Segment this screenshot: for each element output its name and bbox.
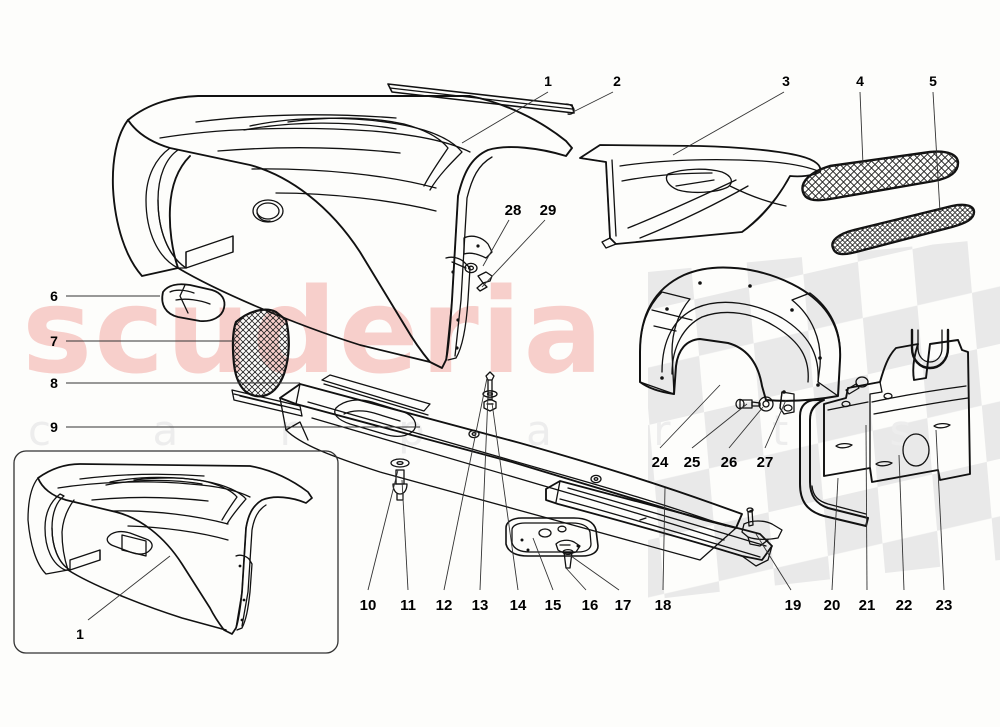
part-bolt-long (485, 371, 495, 401)
part-sill-rail (545, 480, 773, 567)
callout-leader-1 (461, 91, 549, 144)
callout-number-c15: 15 (544, 597, 562, 614)
callout-number-c23: 23 (935, 597, 953, 614)
callout-number-c7: 7 (50, 333, 58, 349)
callout-leader-25 (691, 403, 748, 449)
callout-leader-26 (728, 406, 764, 449)
callout-number-c28: 28 (504, 202, 522, 219)
part-rear-side-panel (579, 144, 822, 249)
part-spacer-bush (779, 391, 795, 415)
callout-leader-16 (565, 567, 587, 591)
callout-leader-13 (479, 394, 489, 591)
part-screw-short (562, 548, 574, 569)
callout-leader-14 (491, 402, 519, 591)
part-screw (735, 398, 761, 410)
callout-number-c22: 22 (895, 597, 913, 614)
callout-leader-28 (482, 219, 510, 267)
callout-leader-19 (755, 533, 792, 591)
callout-leader-22 (898, 454, 905, 591)
callout-number-c18: 18 (654, 597, 672, 614)
callout-leader-5 (932, 91, 941, 213)
part-screw-fender (476, 271, 493, 292)
callout-number-c8: 8 (50, 375, 58, 391)
part-end-bracket (741, 507, 783, 547)
callout-leader-23 (935, 429, 945, 591)
callout-leader-18 (662, 487, 666, 591)
callout-number-c24: 24 (651, 454, 669, 471)
callout-number-c17: 17 (614, 597, 632, 614)
callout-leader-3 (672, 91, 785, 156)
part-trim-blade (231, 389, 303, 417)
callout-number-c20: 20 (823, 597, 841, 614)
part-mounting-plate (505, 517, 599, 557)
callout-number-c1: 1 (544, 73, 552, 89)
callout-number-c2: 2 (613, 73, 621, 89)
part-edge-seal (799, 399, 869, 527)
callout-number-c6: 6 (50, 288, 58, 304)
callout-number-c1b: 1 (76, 626, 84, 642)
callout-leader-11 (401, 479, 409, 591)
callout-number-c4: 4 (856, 73, 864, 89)
part-lamp-lens (161, 283, 226, 322)
callout-leader-17 (570, 555, 620, 591)
callout-leader-12 (443, 377, 488, 591)
callout-number-c27: 27 (756, 454, 774, 471)
callout-leader-27 (764, 399, 787, 449)
callout-number-c13: 13 (471, 597, 489, 614)
part-retaining-clip-u (910, 328, 950, 370)
callout-number-c19: 19 (784, 597, 802, 614)
callout-number-c5: 5 (929, 73, 937, 89)
callout-number-c9: 9 (50, 419, 58, 435)
part-side-mesh-insert (231, 308, 290, 398)
callout-leader-1 (87, 555, 171, 621)
callout-leader-21 (865, 424, 868, 591)
part-wheel-arch-liner (639, 266, 842, 402)
callout-leader-15 (532, 537, 554, 591)
callout-leader-10 (367, 469, 399, 591)
callout-leader-2 (572, 91, 614, 113)
callout-leader-20 (831, 477, 839, 591)
part-washer (390, 458, 410, 468)
callout-number-c11: 11 (400, 597, 416, 614)
part-rocker-sill-cover (279, 374, 743, 561)
callout-number-c14: 14 (509, 597, 527, 614)
part-panel-screw (845, 376, 869, 395)
part-clip-bracket (555, 539, 581, 554)
callout-leader-24 (659, 384, 721, 449)
part-washer-fender (464, 262, 478, 274)
part-washer-small (482, 390, 498, 398)
callout-number-c21: 21 (858, 597, 876, 614)
callout-number-c16: 16 (581, 597, 599, 614)
callout-number-c26: 26 (720, 454, 738, 471)
callout-number-c29: 29 (539, 202, 557, 219)
callout-number-c25: 25 (683, 454, 701, 471)
part-washer-cup (758, 396, 774, 412)
part-rear-quarter-panel (111, 95, 573, 369)
callout-number-c12: 12 (435, 597, 453, 614)
part-upper-trim-strip (387, 83, 575, 115)
callout-leader-29 (481, 219, 546, 288)
callout-leader-4 (859, 91, 864, 166)
callout-number-c10: 10 (359, 597, 377, 614)
callout-number-c3: 3 (782, 73, 790, 89)
